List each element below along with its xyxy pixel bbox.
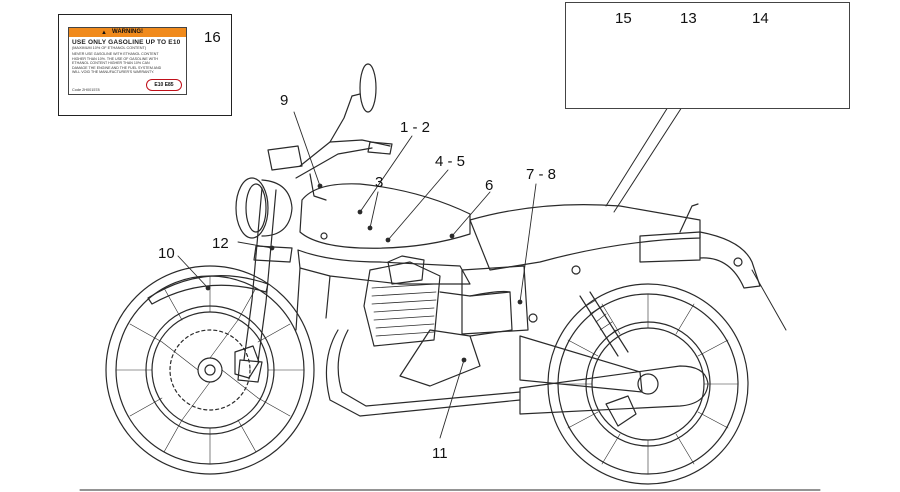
side-cover: [461, 265, 529, 335]
handlebar: [267, 63, 393, 201]
callout-13: 13: [680, 10, 697, 27]
warning-code: Code 2H001578: [72, 88, 100, 92]
front-wheel: [105, 265, 315, 475]
fuel-tank: [299, 183, 471, 249]
warning-subtitle: (MAXIMUM 10% OF ETHANOL CONTENT): [72, 46, 147, 50]
callout-4-5: 4 - 5: [435, 153, 466, 170]
callout-7-8: 7 - 8: [526, 166, 557, 183]
fuel-prohibition-mark: E10 E85: [146, 79, 182, 91]
rear-fender: [699, 231, 761, 289]
warning-title: USE ONLY GASOLINE UP TO E10: [72, 39, 181, 46]
warning-label: ▲ WARNING! USE ONLY GASOLINE UP TO E10 (…: [68, 27, 187, 95]
callout-6: 6: [485, 177, 494, 194]
frame-panel: [297, 249, 471, 285]
front-fork: [237, 187, 293, 383]
kit-pointer: [605, 106, 683, 213]
headlight: [235, 177, 293, 239]
callout-16: 16: [204, 29, 221, 46]
callout-10: 10: [158, 245, 175, 262]
warning-header: ▲ WARNING!: [69, 28, 186, 37]
engine: [363, 255, 513, 387]
documentation-kit-box: [565, 2, 850, 109]
warning-body: NEVER USE GASOLINE WITH ETHANOL CONTENT …: [72, 52, 162, 75]
rear-wheel: [547, 283, 749, 485]
callout-12: 12: [212, 235, 229, 252]
callout-14: 14: [752, 10, 769, 27]
callout-1-2: 1 - 2: [400, 119, 431, 136]
warning-header-text: WARNING!: [112, 29, 143, 35]
seat: [469, 204, 701, 271]
callout-9: 9: [280, 92, 289, 109]
leader-lines: [177, 111, 537, 439]
callout-11: 11: [432, 445, 448, 462]
front-fender: [147, 275, 269, 305]
exhaust-pipe: [325, 329, 521, 417]
callout-3: 3: [375, 174, 384, 191]
callout-15: 15: [615, 10, 632, 27]
rear-shock: [579, 291, 629, 357]
warning-triangle-icon: ▲: [101, 30, 107, 36]
